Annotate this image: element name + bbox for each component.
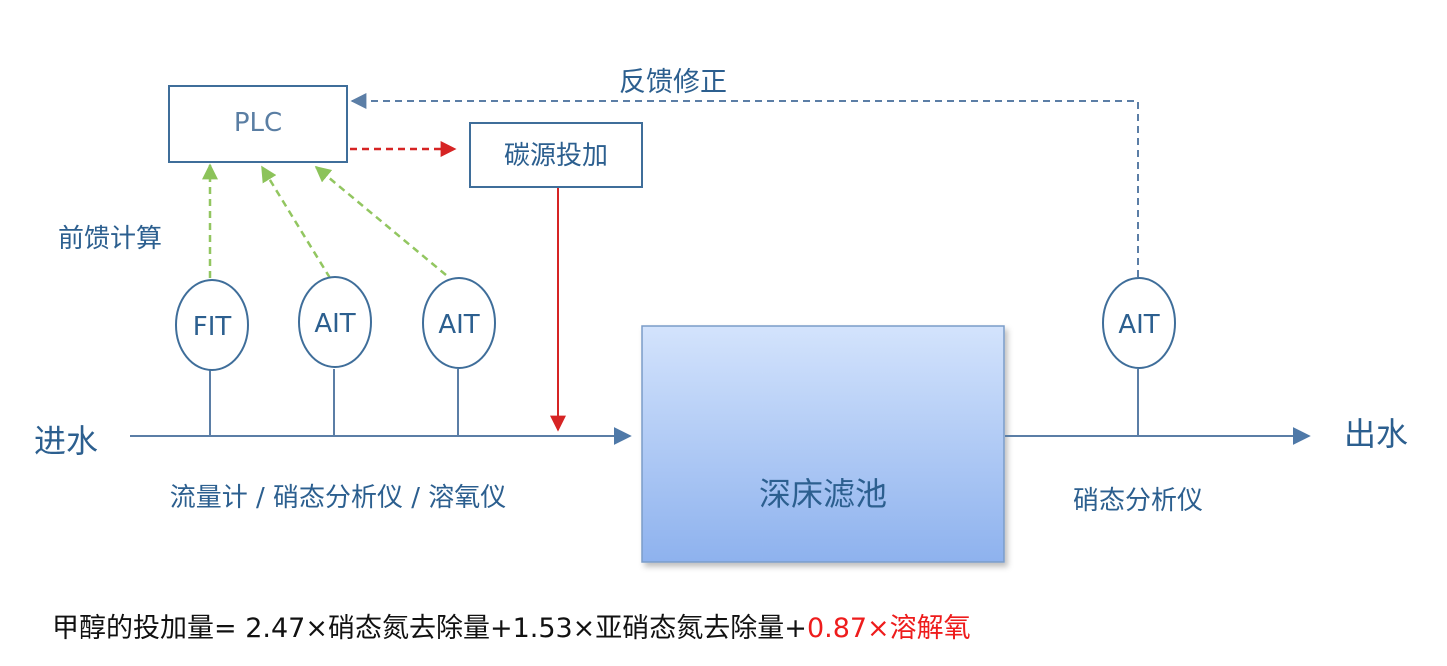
feedback-line	[350, 93, 1139, 277]
feedback-label: 反馈修正	[619, 67, 727, 98]
inlet-instruments-label: 流量计 / 硝态分析仪 / 溶氧仪	[170, 483, 507, 513]
filter-label: 深床滤池	[759, 475, 887, 513]
plc-box	[168, 85, 348, 163]
outlet-label: 出水	[1344, 415, 1408, 453]
feedforward-label: 前馈计算	[58, 224, 162, 254]
feedforward-arrow-ait-2	[314, 165, 447, 276]
dosing-label: 碳源投加	[504, 141, 608, 171]
fit-instrument	[175, 279, 249, 371]
ait-1-label: AIT	[314, 309, 355, 339]
ait-out-label: AIT	[1118, 310, 1159, 340]
dosing-box	[469, 122, 643, 188]
formula-dissolved-oxygen-term: 0.87×溶解氧	[806, 613, 971, 644]
outlet-instrument-label: 硝态分析仪	[1073, 486, 1203, 516]
ait-2-label: AIT	[438, 310, 479, 340]
ait-instrument-1	[298, 276, 372, 368]
process-diagram: 反馈修正 PLC 碳源投加 前馈计算 FIT AIT AIT AIT 进水 深床…	[34, 67, 1408, 563]
formula-main: 甲醇的投加量= 2.47×硝态氮去除量+1.53×亚硝态氮去除量+	[52, 613, 807, 644]
ait-instrument-outlet	[1102, 277, 1176, 369]
feedforward-arrow-ait-1	[260, 165, 332, 279]
ait-instrument-2	[422, 277, 496, 369]
plc-label: PLC	[234, 108, 282, 138]
methanol-dosing-formula: 甲醇的投加量= 2.47×硝态氮去除量+1.53×亚硝态氮去除量+0.87×溶解…	[52, 606, 971, 645]
fit-label: FIT	[193, 312, 232, 342]
inlet-label: 进水	[34, 422, 98, 460]
deep-bed-filter	[641, 325, 1005, 563]
